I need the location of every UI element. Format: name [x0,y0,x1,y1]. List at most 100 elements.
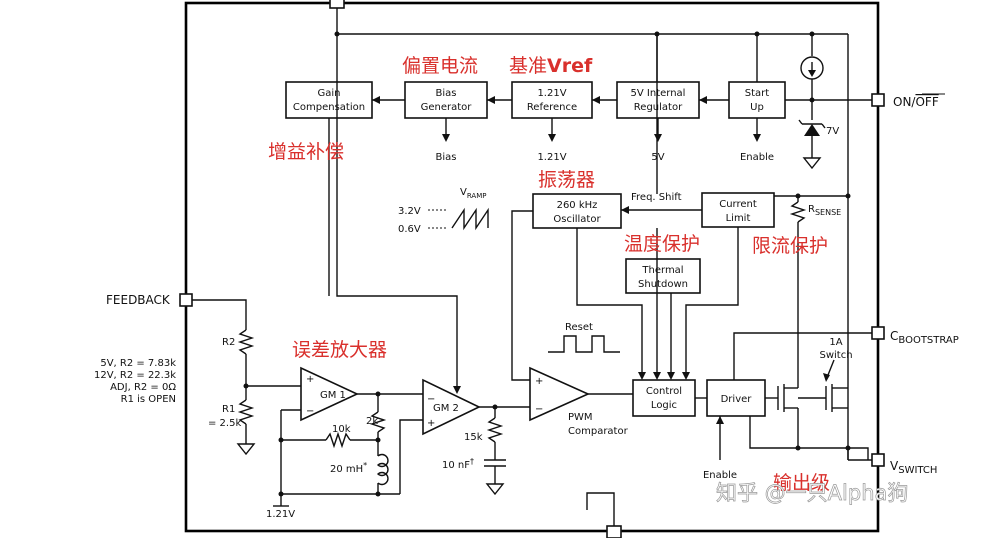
config-line-1: 5V, R2 = 7.83k [100,358,176,369]
regulator-label-1: 5V Internal [631,88,686,99]
internal-regulator-block [616,81,700,119]
config-line-3: ADJ, R2 = 0Ω [110,382,176,393]
c-bootstrap-label: CBOOTSTRAP [890,329,959,346]
reset-label: Reset [565,322,593,333]
current-limit-label-1: Current [719,199,757,210]
rsense-label: RSENSE [808,204,841,217]
annotation-current-limit: 限流保护 [752,235,828,257]
driver-label: Driver [721,394,753,405]
bias-output-label: Bias [436,152,457,163]
watermark-text: 知乎 @一只Alpha狗 [716,481,908,505]
pwm-plus: + [535,376,543,387]
20mh-inductor [376,453,389,486]
reference-label-2: Reference [527,102,577,113]
freq-shift-label: Freq. Shift [631,192,682,203]
thermal-label-2: Shutdown [638,279,688,290]
feedback-pin [179,293,193,307]
feedback-label: FEEDBACK [106,293,171,307]
cap-ground-icon [485,483,505,496]
gm1-label: GM 1 [320,390,346,401]
ramp-low-label: 0.6V [398,224,421,235]
20mh-label: 20 mH* [330,461,367,475]
ramp-high-label: 3.2V [398,206,421,217]
thermal-label-1: Thermal [641,265,683,276]
gm1-minus: − [306,406,314,417]
config-line-2: 12V, R2 = 22.3k [94,370,176,381]
ref-output-label: 1.21V [537,152,566,163]
startup-label-1: Start [745,88,770,99]
bias-gen-label-1: Bias [436,88,457,99]
pwm-label-2: Comparator [568,426,629,437]
gm2-amplifier [422,378,481,436]
pwm-minus: − [535,404,543,415]
switch-label-2: Switch [819,350,852,361]
vramp-label: VRAMP [460,187,486,200]
c-bootstrap-pin [871,326,885,340]
gm2-plus: + [427,418,435,429]
r1-resistor [237,399,255,425]
gm1-plus: + [306,374,314,385]
2k-label: 2k [366,416,378,427]
enable-bottom-label: Enable [703,470,737,481]
gm2-label: GM 2 [433,403,459,414]
gain-comp-label-2: Compensation [293,102,365,113]
zener-label: 7V [826,126,839,137]
annotation-vref-en: Vref [547,55,593,77]
r1-value-label: = 2.5k [208,418,241,429]
zener-diode-icon [804,124,820,136]
annotation-vref-cn: 基准 [509,55,547,77]
thermal-shutdown-block [625,258,701,294]
switch-label-1: 1A [829,337,842,348]
15k-label: 15k [464,432,483,443]
15k-resistor [486,417,504,443]
oscillator-label-1: 260 kHz [557,200,598,211]
control-logic-block [632,379,696,417]
ramp-waveform [451,207,489,231]
config-line-4: R1 is OPEN [121,394,176,405]
annotation-gain-compensation: 增益补偿 [268,141,344,163]
on-off-pin [871,93,885,107]
r2-label: R2 [222,337,235,348]
start-up-block [728,81,786,119]
reference-label-1: 1.21V [537,88,566,99]
annotation-bias-current: 偏置电流 [402,55,478,77]
gm2-minus: − [427,394,435,405]
control-logic-label-2: Logic [651,400,677,411]
v-switch-pin [871,453,885,467]
oscillator-block [532,193,622,229]
gain-comp-wire [336,34,458,388]
gm1-amplifier [300,366,359,422]
enable-output-label: Enable [740,152,774,163]
2k-resistor [369,411,387,433]
top-pin [329,0,345,9]
annotation-output-stage: 输出级 [773,472,830,494]
v-switch-label: VSWITCH [890,459,937,476]
gain-comp-label-1: Gain [318,88,341,99]
on-off-label: ON/OFF [893,95,939,109]
pwm-comparator [529,366,590,422]
annotation-thermal: 温度保护 [624,233,700,255]
pwm-label-1: PWM [568,412,593,423]
r1-ground-icon [236,443,256,456]
control-logic-label-1: Control [646,386,682,397]
10k-resistor [325,431,351,449]
r2-resistor [237,329,255,355]
bottom-pin [606,525,622,538]
annotation-oscillator: 振荡器 [538,169,595,191]
bias-gen-label-2: Generator [421,102,473,113]
5v-output-label: 5V [651,152,664,163]
reset-pulse-waveform [548,335,620,353]
current-limit-label-2: Limit [726,213,751,224]
ground-icon [802,157,822,170]
r1-label: R1 [222,404,235,415]
rsense-resistor [789,201,807,223]
startup-label-2: Up [750,102,764,113]
10k-label: 10k [332,424,351,435]
oscillator-label-2: Oscillator [553,214,601,225]
annotation-error-amp: 误差放大器 [292,339,387,361]
regulator-label-2: Regulator [634,102,683,113]
ref-bottom-label: 1.21V [266,509,295,520]
10nf-label: 10 nF† [442,457,474,471]
chip-outline [184,1,880,533]
